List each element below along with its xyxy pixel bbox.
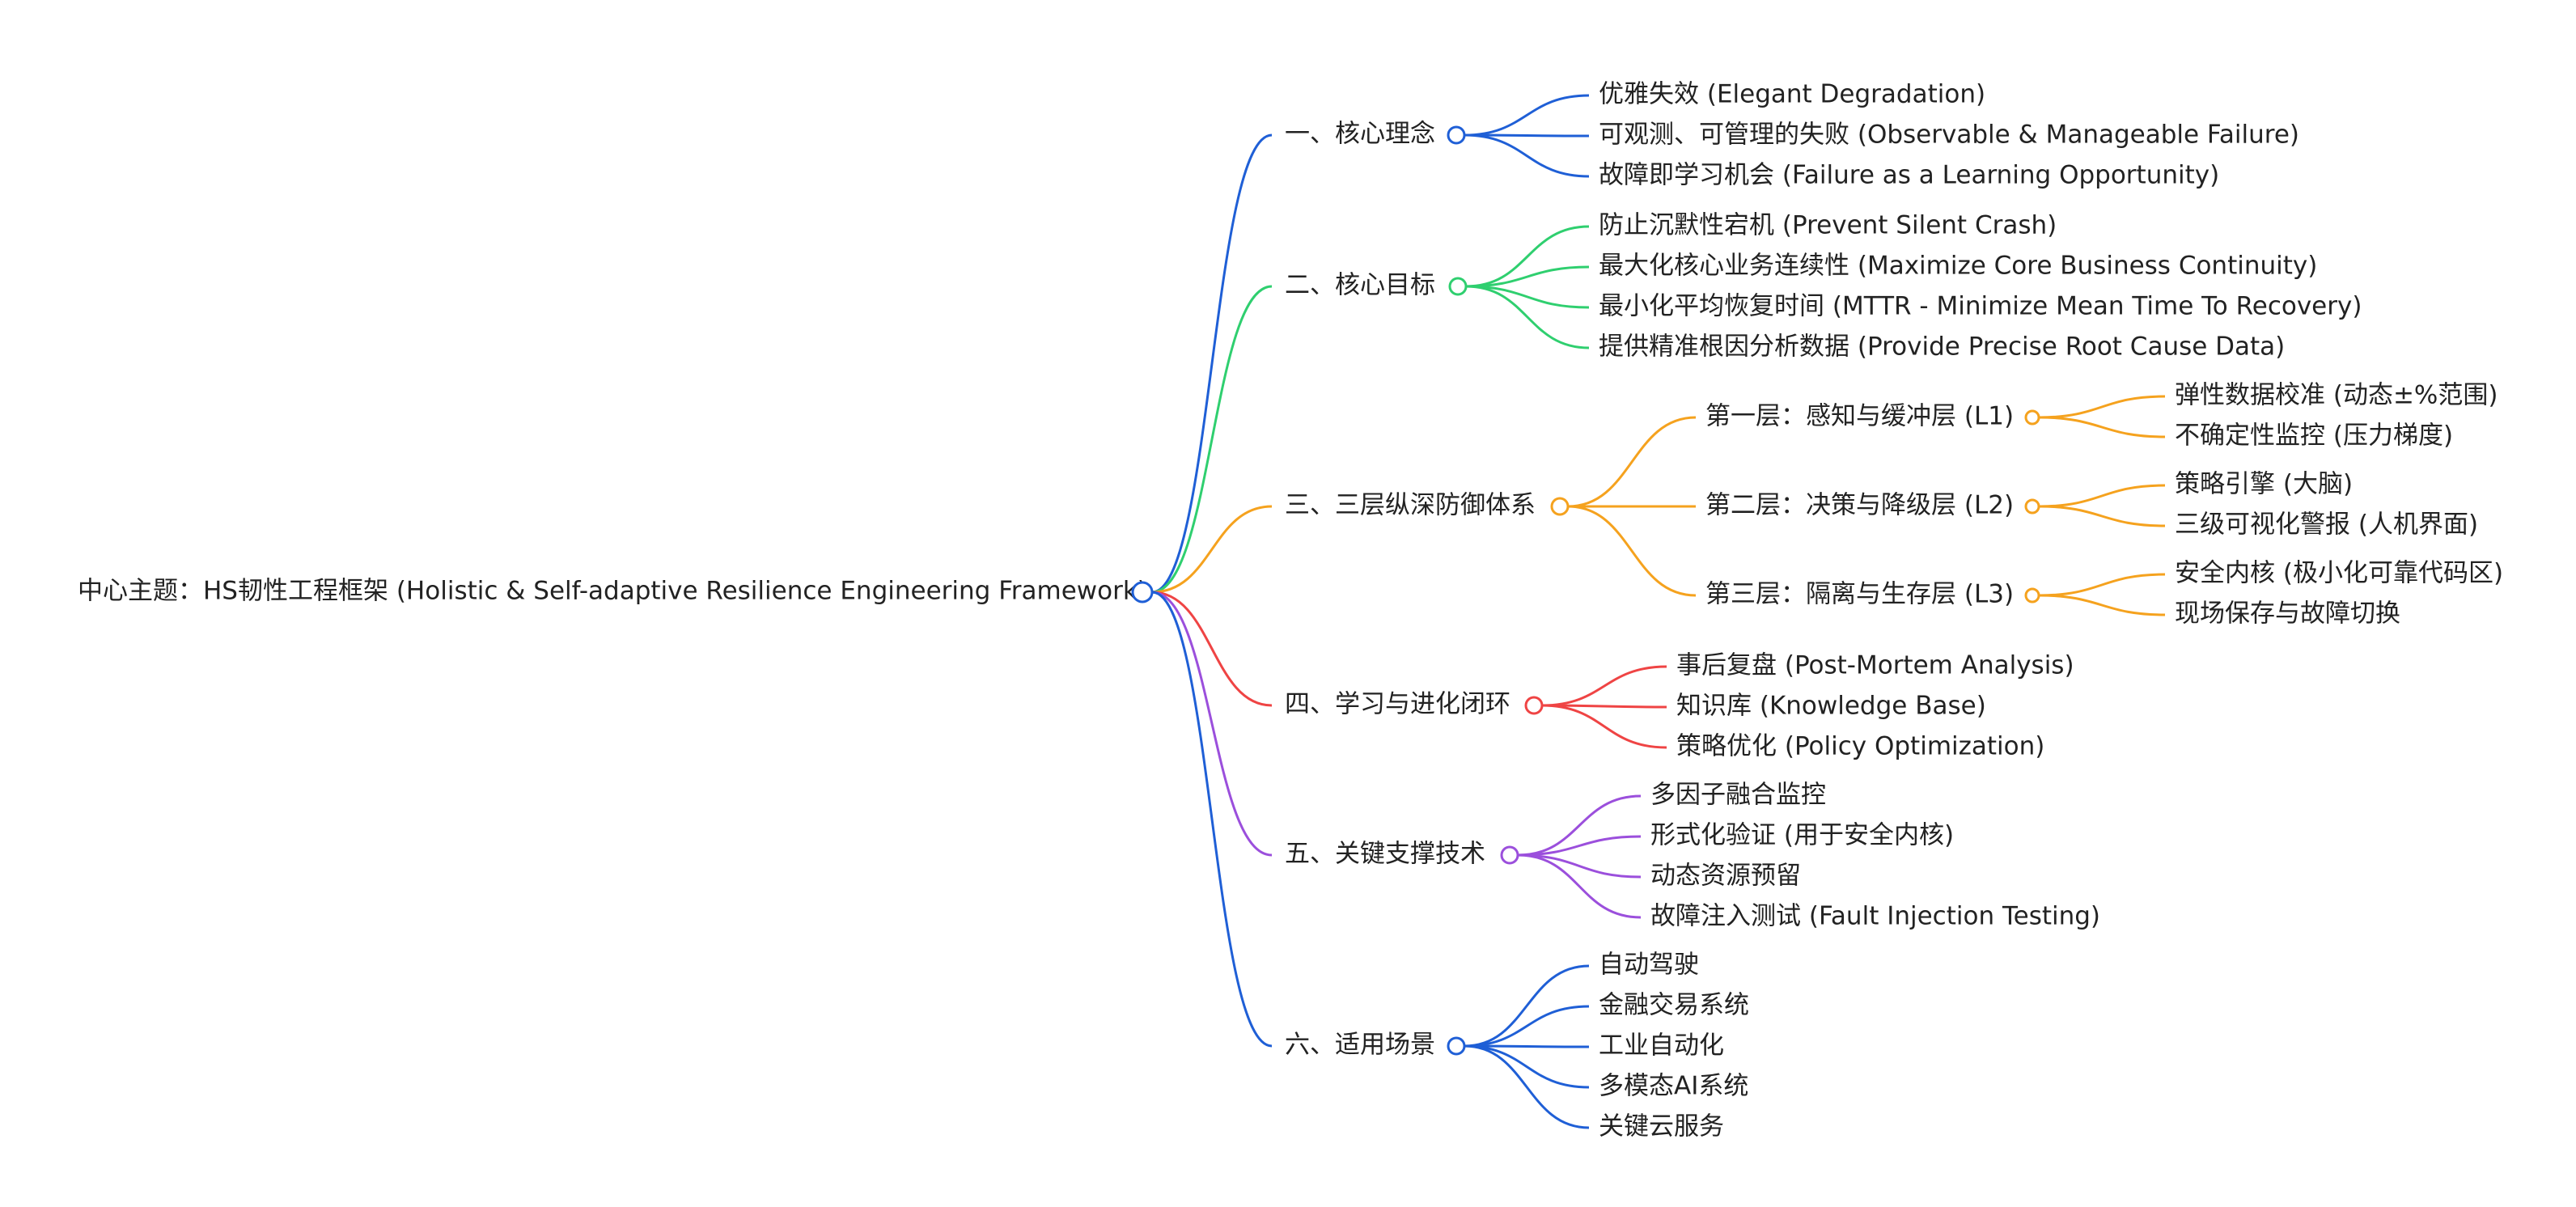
leaf-topic: 多模态AI系统 bbox=[1599, 1072, 1748, 1101]
leaf-topic: 形式化验证 (用于安全内核) bbox=[1650, 821, 1954, 850]
collapse-toggle-icon[interactable] bbox=[2024, 409, 2040, 426]
edge-root-to-branch bbox=[1151, 591, 1273, 857]
mindmap-edges bbox=[1151, 94, 2166, 1129]
edge-subtopic-to-leaf bbox=[2038, 505, 2166, 527]
leaf-topic: 知识库 (Knowledge Base) bbox=[1676, 692, 1986, 721]
edge-branch-to-child bbox=[1567, 416, 1697, 508]
edge-root-to-branch bbox=[1151, 285, 1273, 594]
mindmap-nodes: 中心主题：HS韧性工程框架 (Holistic & Self-adaptive … bbox=[78, 80, 2503, 1141]
leaf-topic: 安全内核 (极小化可靠代码区) bbox=[2175, 559, 2503, 588]
collapse-toggle-icon[interactable] bbox=[2024, 587, 2040, 604]
root-topic: 中心主题：HS韧性工程框架 (Holistic & Self-adaptive … bbox=[78, 577, 1147, 606]
leaf-topic: 提供精准根因分析数据 (Provide Precise Root Cause D… bbox=[1599, 332, 2285, 362]
subtopic: 第三层：隔离与生存层 (L3) bbox=[1705, 580, 2014, 609]
edge-subtopic-to-leaf bbox=[2038, 484, 2166, 508]
leaf-topic: 关键云服务 bbox=[1599, 1112, 1724, 1141]
edge-branch-to-child bbox=[1464, 1005, 1590, 1048]
edge-branch-to-child bbox=[1464, 1044, 1590, 1129]
branch-topic: 三、三层纵深防御体系 bbox=[1285, 491, 1536, 520]
collapse-toggle-icon[interactable] bbox=[1500, 845, 1519, 865]
leaf-topic: 故障注入测试 (Fault Injection Testing) bbox=[1650, 902, 2100, 931]
collapse-toggle-icon[interactable] bbox=[2024, 498, 2040, 515]
edge-branch-to-child bbox=[1517, 835, 1642, 857]
branch-topic: 一、核心理念 bbox=[1285, 120, 1435, 149]
collapse-toggle-icon[interactable] bbox=[1550, 497, 1570, 516]
leaf-topic: 策略优化 (Policy Optimization) bbox=[1676, 732, 2044, 761]
leaf-topic: 优雅失效 (Elegant Degradation) bbox=[1599, 80, 1985, 109]
edge-branch-to-child bbox=[1541, 665, 1667, 707]
leaf-topic: 故障即学习机会 (Failure as a Learning Opportuni… bbox=[1599, 161, 2219, 190]
edge-branch-to-child bbox=[1541, 704, 1667, 709]
edge-root-to-branch bbox=[1151, 133, 1273, 594]
branch-topic: 五、关键支撑技术 bbox=[1285, 840, 1485, 869]
leaf-topic: 策略引擎 (大脑) bbox=[2175, 470, 2353, 499]
branch-topic: 二、核心目标 bbox=[1285, 271, 1435, 300]
edge-branch-to-child bbox=[1517, 853, 1642, 879]
edge-subtopic-to-leaf bbox=[2038, 594, 2166, 616]
collapse-toggle-icon[interactable] bbox=[1524, 696, 1544, 715]
edge-branch-to-child bbox=[1567, 505, 1697, 597]
branch-topic: 四、学习与进化闭环 bbox=[1285, 690, 1510, 719]
leaf-topic: 弹性数据校准 (动态±%范围) bbox=[2175, 381, 2498, 410]
leaf-topic: 多因子融合监控 bbox=[1650, 781, 1826, 810]
subtopic: 第一层：感知与缓冲层 (L1) bbox=[1705, 402, 2014, 431]
edge-root-to-branch bbox=[1151, 505, 1273, 594]
leaf-topic: 金融交易系统 bbox=[1599, 991, 1749, 1020]
root-collapse-toggle-icon[interactable] bbox=[1131, 581, 1154, 604]
edge-branch-to-child bbox=[1465, 285, 1590, 309]
edge-branch-to-child bbox=[1465, 225, 1590, 288]
leaf-topic: 最小化平均恢复时间 (MTTR - Minimize Mean Time To … bbox=[1599, 292, 2362, 321]
leaf-topic: 防止沉默性宕机 (Prevent Silent Crash) bbox=[1599, 211, 2057, 240]
edge-subtopic-to-leaf bbox=[2038, 395, 2166, 419]
edge-root-to-branch bbox=[1151, 591, 1273, 707]
edge-branch-to-child bbox=[1464, 133, 1590, 138]
edge-branch-to-child bbox=[1464, 94, 1590, 137]
leaf-topic: 最大化核心业务连续性 (Maximize Core Business Conti… bbox=[1599, 252, 2317, 281]
collapse-toggle-icon[interactable] bbox=[1447, 125, 1466, 145]
branch-topic: 六、适用场景 bbox=[1285, 1031, 1435, 1060]
collapse-toggle-icon[interactable] bbox=[1447, 1036, 1466, 1056]
edge-subtopic-to-leaf bbox=[2038, 573, 2166, 597]
edge-subtopic-to-leaf bbox=[2038, 416, 2166, 438]
edge-branch-to-child bbox=[1464, 1044, 1590, 1089]
leaf-topic: 三级可视化警报 (人机界面) bbox=[2175, 510, 2478, 540]
edge-branch-to-child bbox=[1541, 704, 1667, 749]
leaf-topic: 现场保存与故障切换 bbox=[2175, 599, 2400, 629]
leaf-topic: 自动驾驶 bbox=[1599, 951, 1699, 980]
leaf-topic: 可观测、可管理的失败 (Observable & Manageable Fail… bbox=[1599, 121, 2299, 150]
edge-branch-to-child bbox=[1465, 285, 1590, 349]
leaf-topic: 事后复盘 (Post-Mortem Analysis) bbox=[1676, 651, 2074, 680]
collapse-toggle-icon[interactable] bbox=[1448, 277, 1468, 296]
edge-root-to-branch bbox=[1151, 591, 1273, 1048]
edge-branch-to-child bbox=[1517, 794, 1642, 857]
edge-branch-to-child bbox=[1517, 853, 1642, 919]
edge-branch-to-child bbox=[1464, 1044, 1590, 1048]
edge-branch-to-child bbox=[1464, 964, 1590, 1048]
subtopic: 第二层：决策与降级层 (L2) bbox=[1705, 491, 2014, 520]
leaf-topic: 动态资源预留 bbox=[1650, 862, 1801, 891]
leaf-topic: 不确定性监控 (压力梯度) bbox=[2175, 421, 2453, 451]
leaf-topic: 工业自动化 bbox=[1599, 1031, 1724, 1061]
edge-branch-to-child bbox=[1464, 133, 1590, 178]
edge-branch-to-child bbox=[1465, 265, 1590, 288]
